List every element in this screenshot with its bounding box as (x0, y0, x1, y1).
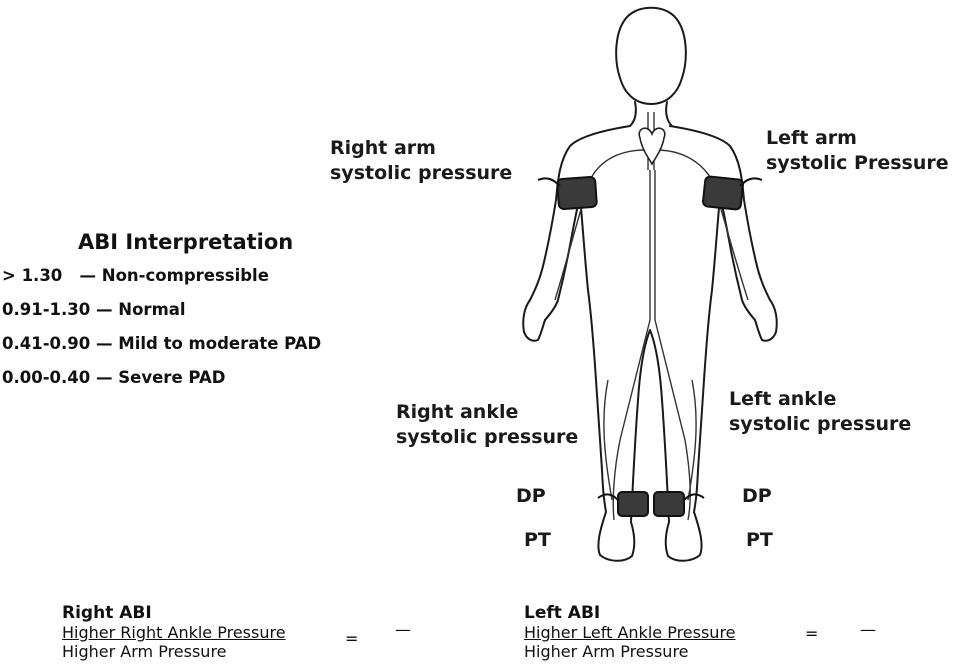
row-range: 0.00-0.40 (2, 368, 90, 387)
right-arm-label-line2: systolic pressure (330, 161, 512, 186)
right-abi-denominator: Higher Arm Pressure (62, 642, 286, 661)
interpretation-row: > 1.30 — Non-compressible (2, 266, 321, 300)
right-abi-numerator: Higher Right Ankle Pressure (62, 623, 286, 642)
pt-right-label: PT (524, 528, 551, 553)
interpretation-row: 0.00-0.40 — Severe PAD (2, 368, 321, 402)
right-abi-formula: Right ABI Higher Right Ankle Pressure Hi… (62, 603, 286, 661)
interpretation-title: ABI Interpretation (78, 230, 293, 254)
row-range: > 1.30 (2, 266, 62, 285)
right-ankle-label-line2: systolic pressure (396, 425, 578, 450)
left-arm-cuff (703, 176, 762, 210)
row-meaning: Severe PAD (118, 368, 225, 387)
dp-right-label: DP (516, 484, 546, 509)
right-ankle-label: Right ankle systolic pressure (396, 400, 578, 450)
left-arm-label-line1: Left arm (766, 126, 949, 151)
right-ankle-label-line1: Right ankle (396, 400, 578, 425)
row-meaning: Mild to moderate PAD (118, 334, 321, 353)
interpretation-list: > 1.30 — Non-compressible 0.91-1.30 — No… (2, 266, 321, 402)
right-arm-label-line1: Right arm (330, 136, 512, 161)
left-ankle-label-line1: Left ankle (729, 387, 911, 412)
left-arm-label: Left arm systolic Pressure (766, 126, 949, 176)
row-sep: — (62, 266, 101, 285)
dp-left-label: DP (742, 484, 772, 509)
row-meaning: Normal (118, 300, 185, 319)
pt-left-label: PT (746, 528, 773, 553)
right-abi-title: Right ABI (62, 603, 286, 623)
row-sep: — (90, 334, 118, 353)
row-range: 0.41-0.90 (2, 334, 90, 353)
left-abi-equals: = (805, 624, 818, 643)
left-abi-title: Left ABI (524, 603, 736, 623)
circulatory-system (555, 112, 748, 520)
left-ankle-label-line2: systolic pressure (729, 412, 911, 437)
row-range: 0.91-1.30 (2, 300, 90, 319)
left-abi-denominator: Higher Arm Pressure (524, 642, 736, 661)
left-ankle-label: Left ankle systolic pressure (729, 387, 911, 437)
interpretation-row: 0.91-1.30 — Normal (2, 300, 321, 334)
right-abi-result: — (395, 620, 411, 639)
right-arm-label: Right arm systolic pressure (330, 136, 512, 186)
heart-icon (639, 128, 665, 164)
row-sep: — (90, 300, 118, 319)
row-sep: — (90, 368, 118, 387)
interpretation-row: 0.41-0.90 — Mild to moderate PAD (2, 334, 321, 368)
right-abi-equals: = (345, 629, 358, 648)
left-arm-label-line2: systolic Pressure (766, 151, 949, 176)
row-meaning: Non-compressible (102, 266, 269, 285)
right-arm-cuff (538, 177, 597, 210)
left-abi-numerator: Higher Left Ankle Pressure (524, 623, 736, 642)
left-abi-formula: Left ABI Higher Left Ankle Pressure High… (524, 603, 736, 661)
left-abi-result: — (860, 620, 876, 639)
